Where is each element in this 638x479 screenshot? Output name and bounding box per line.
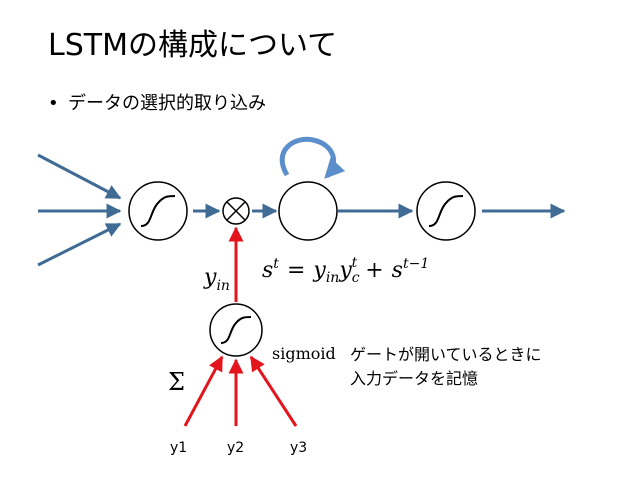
gate-input-arrow-y1	[183, 355, 224, 427]
gate-output-label: yin	[203, 265, 230, 294]
page-title: LSTMの構成について	[48, 28, 338, 63]
bullet-list: • データの選択的取り込み	[48, 92, 266, 116]
input-label-y2: y2	[227, 440, 244, 456]
state-equation: st=yinyct+st−1	[262, 255, 429, 286]
bullet-text: データの選択的取り込み	[68, 93, 266, 114]
input-arrow-bottom	[37, 222, 122, 267]
sigmoid-curve-icon	[220, 316, 252, 344]
bullet-marker: •	[48, 93, 59, 114]
output-sigmoid-node	[416, 181, 476, 241]
sum-symbol: Σ	[168, 368, 185, 396]
multiply-gate-node	[222, 197, 250, 225]
gate-input-arrows	[183, 355, 298, 427]
input-label-y1: y1	[170, 440, 187, 456]
sigmoid-label: sigmoid	[272, 344, 336, 363]
sigmoid-curve-icon	[140, 195, 176, 227]
input-gate-sigmoid-node	[209, 303, 263, 357]
recurrent-loop-arrow	[279, 136, 346, 179]
input-flow-arrows	[37, 153, 122, 267]
gate-note-line-1: ゲートが開いているときに	[350, 345, 542, 364]
gate-note-line-2: 入力データを記憶	[350, 369, 478, 388]
input-arrow-top	[37, 153, 122, 200]
gate-input-arrow-y3	[249, 355, 298, 427]
input-label-y3: y3	[290, 440, 307, 456]
input-sigmoid-node	[128, 181, 188, 241]
memory-cell-node	[278, 181, 338, 241]
sigmoid-curve-icon	[428, 195, 464, 227]
